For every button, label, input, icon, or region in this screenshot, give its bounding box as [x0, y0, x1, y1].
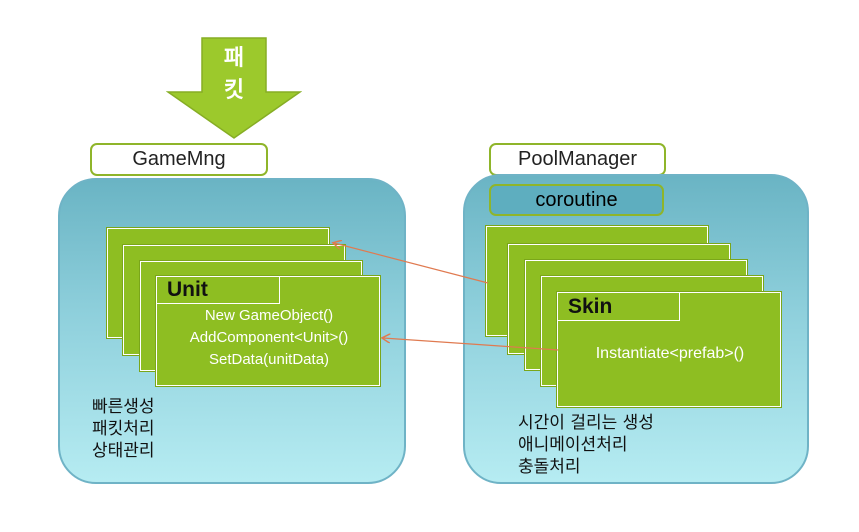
gamemng-note-1: 빠른생성	[92, 397, 155, 417]
packet-arrow-label: 패 킷	[202, 40, 266, 104]
unit-card-tab: Unit	[157, 277, 280, 304]
poolmanager-title: PoolManager	[518, 148, 637, 170]
coroutine-box: coroutine	[489, 184, 664, 216]
unit-card-body: New GameObject() AddComponent<Unit>() Se…	[157, 305, 381, 371]
gamemng-note-2: 패킷처리	[92, 419, 155, 439]
poolmanager-notes: 시간이 걸리는 생성 애니메이션처리 충돌처리	[518, 412, 654, 478]
unit-line-1: New GameObject()	[204, 307, 334, 324]
skin-line-1: Instantiate<prefab>()	[595, 345, 745, 362]
coroutine-label: coroutine	[535, 188, 618, 211]
gamemng-title-box: GameMng	[90, 143, 268, 176]
connector-arrow-upper	[334, 243, 489, 284]
skin-card-title: Skin	[568, 294, 613, 318]
poolmanager-note-2: 애니메이션처리	[518, 435, 628, 455]
packet-arrow-line2: 킷	[223, 78, 245, 103]
skin-card-body: Instantiate<prefab>()	[558, 345, 782, 363]
connector-arrow-lower	[383, 338, 559, 351]
unit-line-2: AddComponent<Unit>()	[189, 329, 349, 346]
packet-arrow-line1: 패	[223, 46, 245, 71]
unit-card-title: Unit	[167, 278, 208, 301]
packet-arrow	[166, 37, 302, 139]
poolmanager-note-3: 충돌처리	[518, 457, 581, 477]
unit-card: Unit New GameObject() AddComponent<Unit>…	[156, 276, 380, 386]
gamemng-notes: 빠른생성 패킷처리 상태관리	[92, 396, 155, 462]
skin-card-tab: Skin	[558, 293, 680, 321]
gamemng-note-3: 상태관리	[92, 441, 155, 461]
poolmanager-note-1: 시간이 걸리는 생성	[518, 413, 654, 433]
unit-line-3: SetData(unitData)	[208, 351, 330, 368]
gamemng-title: GameMng	[132, 148, 226, 170]
skin-card: Skin Instantiate<prefab>()	[557, 292, 781, 407]
